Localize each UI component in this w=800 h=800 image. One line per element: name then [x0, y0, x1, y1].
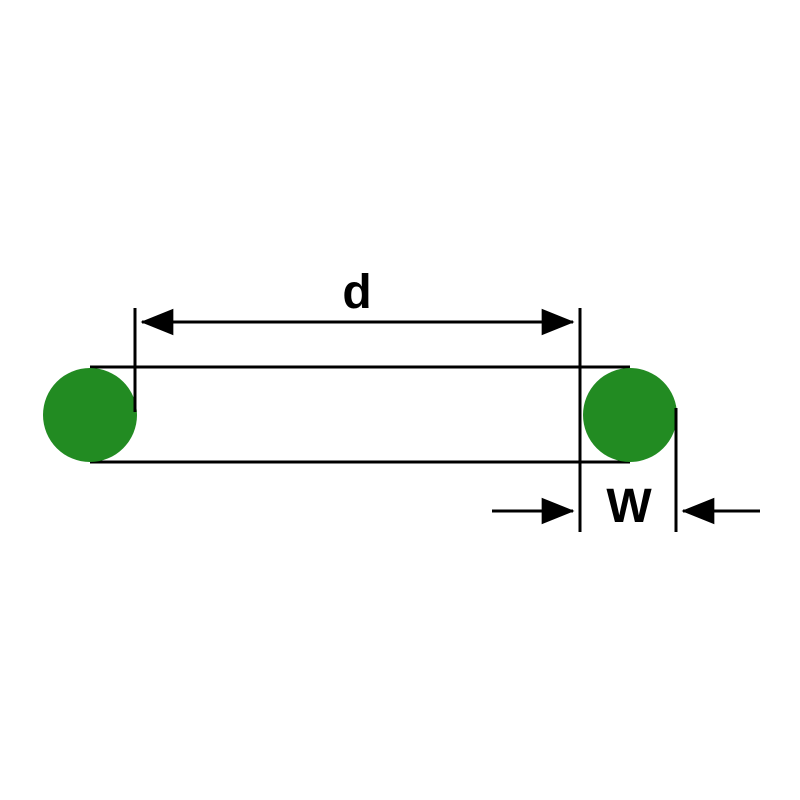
- ring-cross-section-left: [43, 368, 137, 462]
- d-dimension-label: d: [342, 266, 371, 319]
- w-dimension-label: W: [606, 480, 652, 533]
- ring-cross-section-right: [583, 368, 677, 462]
